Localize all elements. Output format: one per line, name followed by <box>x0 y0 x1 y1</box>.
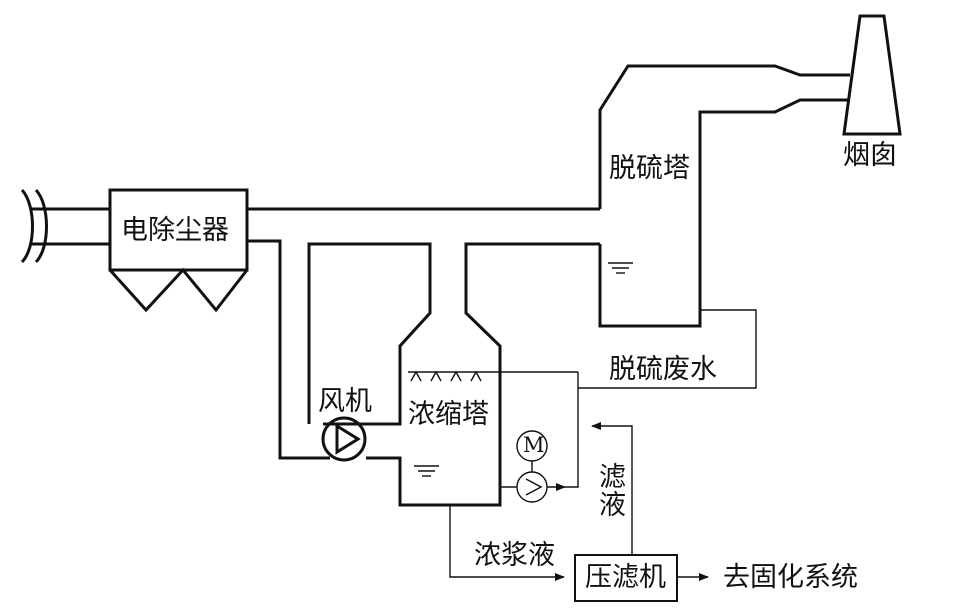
label-filtrate: 滤液 <box>594 462 625 518</box>
liquid-level-desulfurization <box>608 262 633 274</box>
slurry-line <box>449 505 565 581</box>
inlet-duct <box>20 188 110 264</box>
label-desulfurization-tower: 脱硫塔 <box>609 153 690 184</box>
concentration-tower-shape <box>307 242 600 507</box>
label-chimney: 烟囱 <box>843 140 897 171</box>
motor <box>516 430 548 472</box>
label-fan: 风机 <box>318 386 372 417</box>
label-desulfurization-wastewater: 脱硫废水 <box>609 354 717 385</box>
fan-shape <box>321 416 367 462</box>
duct-break-right <box>34 188 48 264</box>
label-concentration-tower: 浓缩塔 <box>408 399 489 430</box>
chimney-shape <box>842 14 902 136</box>
filtrate-line <box>591 422 633 555</box>
desulfurization-tower-shape <box>598 64 850 328</box>
wastewater-line <box>578 309 757 389</box>
main-flue-duct <box>247 207 600 460</box>
recirculation-pump <box>500 372 579 503</box>
label-filter-press: 压滤机 <box>585 562 666 593</box>
liquid-level-concentration <box>414 465 439 477</box>
label-electrostatic-precipitator: 电除尘器 <box>121 215 229 246</box>
label-thick-slurry: 浓浆液 <box>474 540 555 571</box>
label-motor: M <box>523 433 545 457</box>
spray-nozzles <box>408 370 578 382</box>
duct-break-left <box>20 188 34 264</box>
filter-press-shape <box>574 554 709 602</box>
label-to-solidification: 去固化系统 <box>723 562 858 593</box>
electrostatic-precipitator-shape <box>108 188 249 313</box>
